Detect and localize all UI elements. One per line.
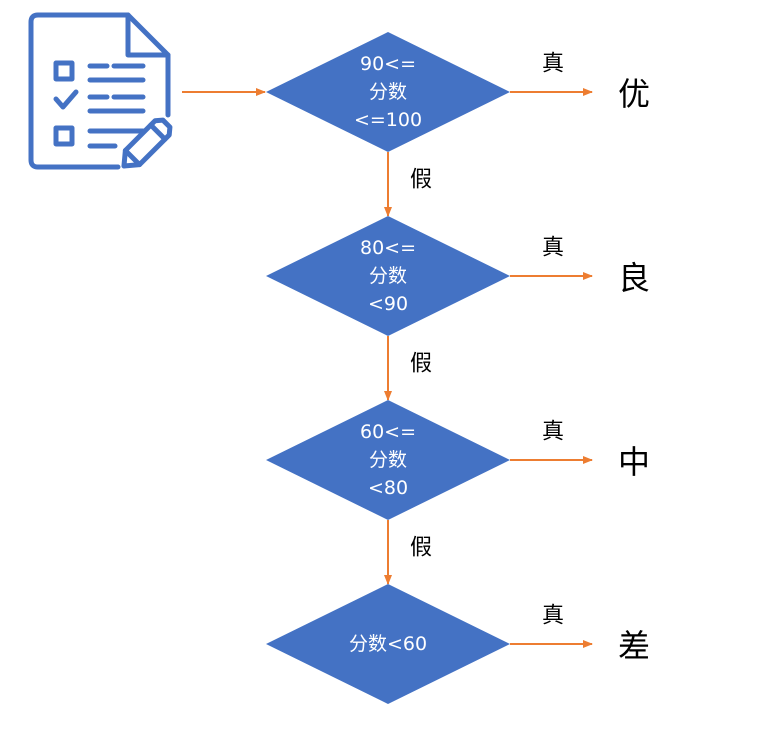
- decision-diamond: [266, 584, 510, 704]
- decision-diamond: [266, 400, 510, 520]
- true-label: 真: [542, 236, 564, 261]
- decision-condition-line: <90: [368, 293, 408, 315]
- false-label: 假: [410, 352, 432, 377]
- decision-condition-line: 90<=: [360, 53, 416, 75]
- decision-condition-line: 分数: [369, 449, 407, 471]
- true-label: 真: [542, 420, 564, 445]
- decision-condition-line: 80<=: [360, 237, 416, 259]
- decision-1: 90<= 分数 <=100 真优假: [266, 32, 650, 217]
- decision-diamond: [266, 216, 510, 336]
- false-label: 假: [410, 168, 432, 193]
- result-label: 良: [618, 259, 650, 297]
- decision-3: 60<= 分数 <80 真中假: [266, 400, 650, 585]
- true-label: 真: [542, 52, 564, 77]
- result-label: 优: [618, 75, 650, 113]
- decision-condition-line: 分数<60: [349, 633, 427, 655]
- decision-2: 80<= 分数 <90 真良假: [266, 216, 650, 401]
- decision-condition-line: <=100: [354, 109, 422, 131]
- decision-condition-line: <80: [368, 477, 408, 499]
- decision-condition-line: 60<=: [360, 421, 416, 443]
- result-label: 中: [618, 443, 650, 481]
- decision-4: 分数<60 真差: [266, 584, 650, 704]
- decision-condition-line: 分数: [369, 265, 407, 287]
- false-label: 假: [410, 536, 432, 561]
- checklist-document-pencil-icon: [28, 12, 173, 170]
- result-label: 差: [618, 627, 650, 665]
- decision-condition-line: 分数: [369, 81, 407, 103]
- true-label: 真: [542, 604, 564, 629]
- decision-flow: 90<=分数<=100真优假80<=分数<90真良假60<=分数<80真中假分数…: [266, 32, 650, 704]
- decision-diamond: [266, 32, 510, 152]
